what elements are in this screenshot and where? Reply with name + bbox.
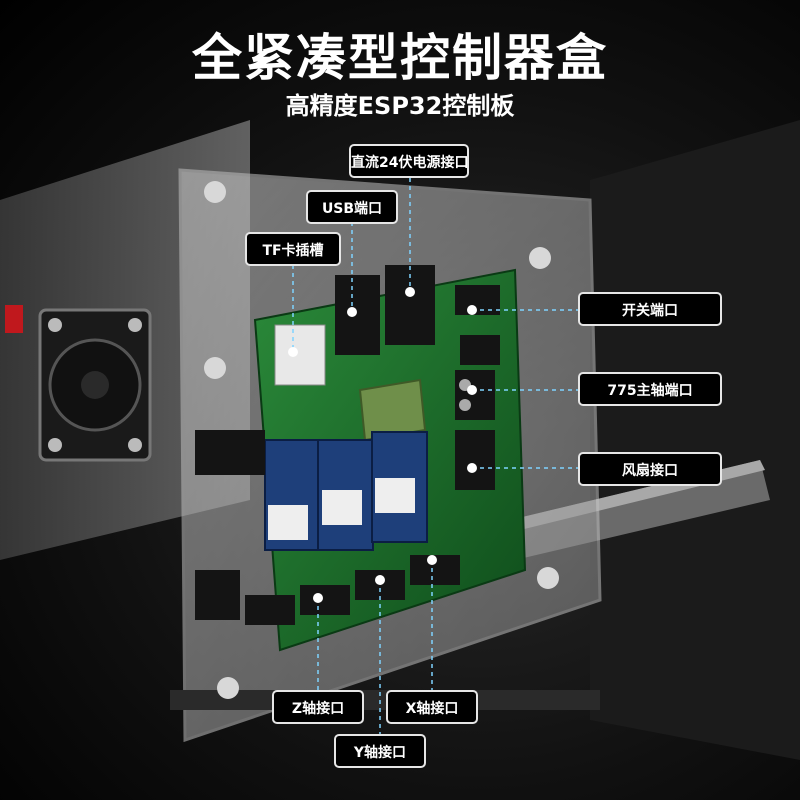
callout-y-axis: Y轴接口 [334,734,426,768]
rear-rail [590,120,800,760]
callout-z-axis: Z轴接口 [272,690,364,724]
callout-usb: USB端口 [306,190,398,224]
tf-slot-component [274,324,326,386]
page-title: 全紧凑型控制器盒 [192,29,608,87]
cooling-fan-icon [38,308,152,462]
callout-switch: 开关端口 [578,292,722,326]
stepper-drivers [264,431,428,551]
callout-tf-slot: TF卡插槽 [245,232,341,266]
leader-dots [288,287,477,603]
page-subtitle: 高精度ESP32控制板 [285,92,515,120]
esp32-chip [358,378,427,442]
callout-fan: 风扇接口 [578,452,722,486]
callout-x-axis: X轴接口 [386,690,478,724]
leader-lines [292,178,580,736]
power-switch-icon [5,305,23,333]
callout-spindle: 775主轴端口 [578,372,722,406]
z-connector [245,595,295,625]
callout-dc-power: 直流24伏电源接口 [349,144,469,178]
dc-jack-component [385,265,435,345]
usb-port-component [335,275,380,355]
